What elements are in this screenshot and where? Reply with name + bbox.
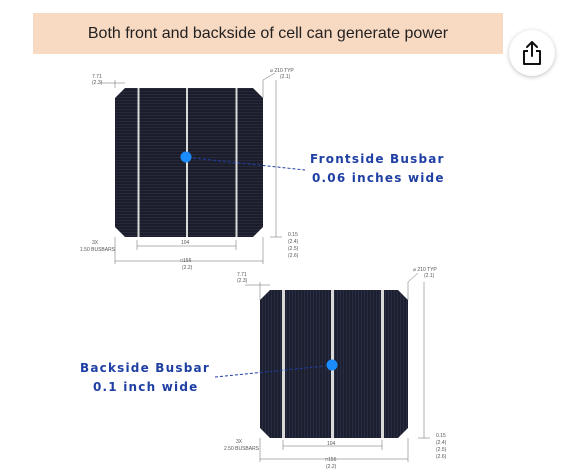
front-dim-pitch: 104 xyxy=(181,240,190,246)
front-dim-chamfer: 7.71 xyxy=(92,74,102,80)
front-callout-arrow xyxy=(192,157,306,171)
back-busbar-marker xyxy=(326,359,338,371)
front-callout-line1: Frontside Busbar xyxy=(310,152,445,166)
back-dim-thickness-4: (2.6) xyxy=(436,454,447,460)
front-callout-line2: 0.06 inches wide xyxy=(312,171,445,185)
back-dim-thickness-2: (2.4) xyxy=(436,440,447,446)
back-dim-thickness: 0.15 xyxy=(436,433,446,439)
back-dim-chamfer-sub: (2.3) xyxy=(237,278,248,284)
front-dim-thickness-4: (2.6) xyxy=(288,253,299,259)
back-callout-line1: Backside Busbar xyxy=(80,361,210,375)
front-dim-side-sub: (2.2) xyxy=(182,265,193,271)
back-callout-line2: 0.1 inch wide xyxy=(93,380,198,394)
back-dim-chamfer: 7.71 xyxy=(237,272,247,278)
front-busbar-3 xyxy=(235,88,238,237)
back-cell: Backside Busbar 0.1 inch wide ⌀ 210 TYP … xyxy=(80,267,447,470)
share-button[interactable] xyxy=(509,30,555,76)
banner-text: Both front and backside of cell can gene… xyxy=(87,24,449,42)
back-callout-arrow xyxy=(214,365,326,378)
front-dim-diameter-sub: (2.1) xyxy=(280,74,291,80)
back-dim-busbar-width: 2.50 BUSBARS xyxy=(224,446,260,452)
back-dim-busbar-count: 3X xyxy=(236,439,243,445)
front-busbar-marker xyxy=(180,151,192,163)
banner: Both front and backside of cell can gene… xyxy=(33,13,503,54)
front-cell: Frontside Busbar 0.06 inches wide ⌀ 210 … xyxy=(80,68,445,271)
front-busbar-1 xyxy=(137,88,140,237)
back-dim-side: □156 xyxy=(325,457,337,463)
front-dim-thickness-2: (2.4) xyxy=(288,239,299,245)
front-dim-thickness-3: (2.5) xyxy=(288,246,299,252)
back-dim-diameter-sub: (2.1) xyxy=(424,273,435,279)
back-dim-pitch: 104 xyxy=(327,441,336,447)
share-icon xyxy=(523,41,541,65)
front-dim-thickness: 0.15 xyxy=(288,232,298,238)
back-dim-side-sub: (2.2) xyxy=(326,464,337,470)
front-dim-chamfer-sub: (2.3) xyxy=(92,80,103,86)
front-dim-diameter: ⌀ 210 TYP xyxy=(270,68,294,74)
front-dim-side: □156 xyxy=(180,258,192,264)
front-dim-busbar-count: 3X xyxy=(92,240,99,246)
front-busbar-2 xyxy=(186,88,188,237)
front-cell-wafer xyxy=(115,88,263,237)
back-busbar-3 xyxy=(381,290,384,438)
back-busbar-1 xyxy=(282,290,285,438)
back-dim-diameter: ⌀ 210 TYP xyxy=(413,267,437,273)
back-dim-thickness-3: (2.5) xyxy=(436,447,447,453)
front-dim-busbar-width: 1.50 BUSBARS xyxy=(80,247,116,253)
